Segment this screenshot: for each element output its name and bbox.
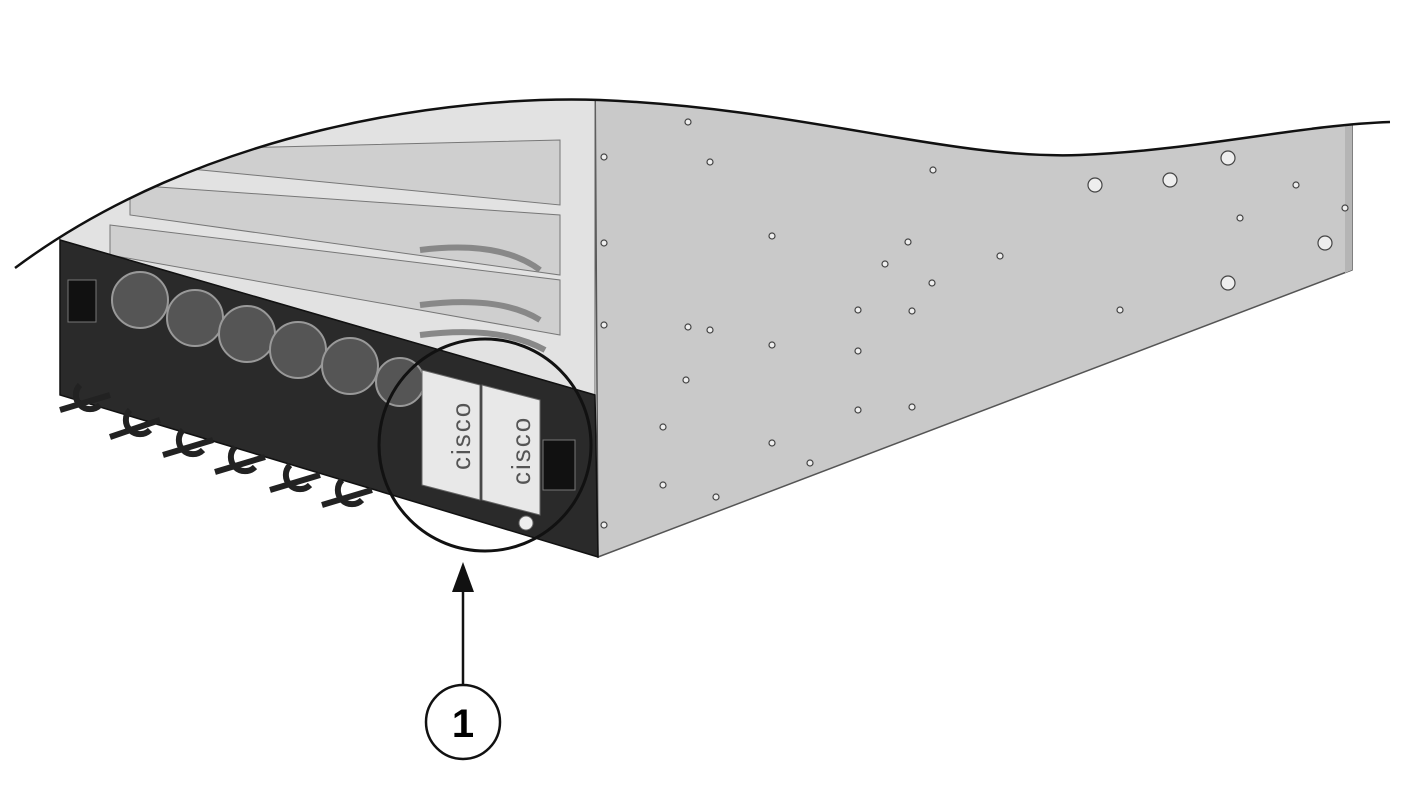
callout-number: 1 bbox=[452, 702, 474, 746]
fan-icon bbox=[166, 289, 224, 347]
power-switch-left bbox=[67, 279, 97, 323]
cutaway-line bbox=[14, 98, 1391, 270]
cable-retainers bbox=[59, 382, 373, 508]
ejector-handles bbox=[419, 244, 547, 353]
fan-icon bbox=[321, 337, 379, 395]
panel-screws bbox=[600, 118, 1349, 529]
callout-highlight-circle bbox=[377, 337, 593, 553]
arrow-head-icon bbox=[452, 562, 474, 592]
line-card-ports bbox=[109, 139, 561, 336]
callout-1: 1 bbox=[424, 683, 502, 761]
power-supply-module-pair: cisco cisco bbox=[421, 369, 541, 531]
psu-logo: cisco bbox=[506, 416, 536, 485]
fan-icon bbox=[111, 271, 169, 329]
psu-logo: cisco bbox=[446, 401, 476, 470]
fan-icon bbox=[218, 305, 276, 363]
power-switch-right bbox=[542, 439, 576, 491]
fan-icon bbox=[269, 321, 327, 379]
chassis-side-panel bbox=[594, 99, 1353, 559]
